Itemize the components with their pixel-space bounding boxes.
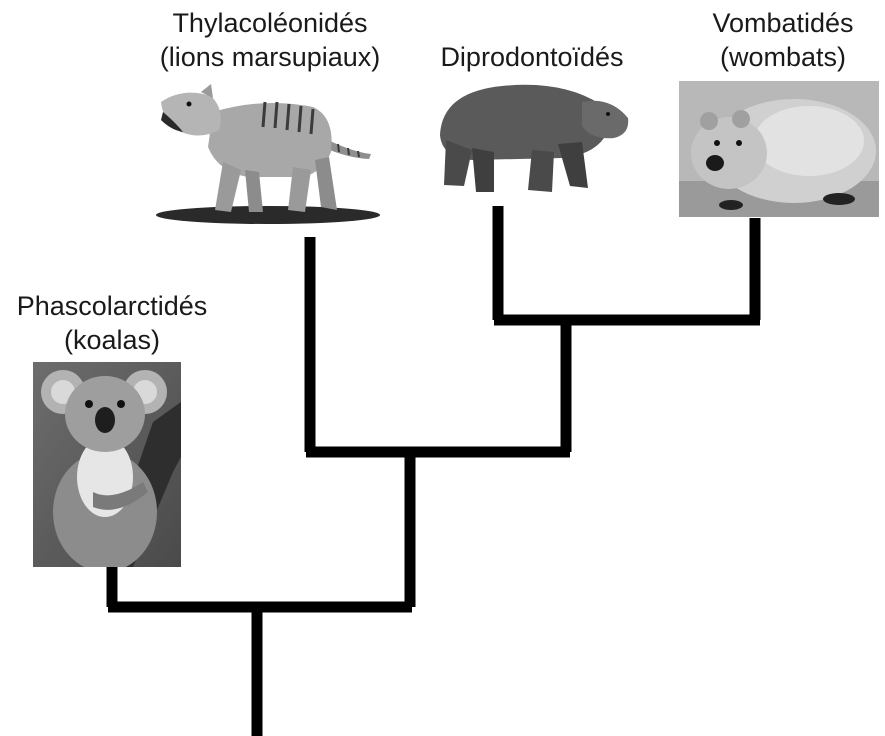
label-koalas: Phascolarctidés (koalas) <box>0 289 224 357</box>
diprotodon-illustration <box>432 80 632 198</box>
taxon-common-name: (koalas) <box>0 323 224 357</box>
taxon-name: Diprodontoïdés <box>420 40 644 74</box>
label-thylacoleonids: Thylacoléonidés (lions marsupiaux) <box>140 6 400 74</box>
taxon-name: Vombatidés <box>688 6 878 40</box>
taxon-name: Thylacoléonidés <box>140 6 400 40</box>
marsupial-lion-illustration <box>153 82 385 225</box>
taxon-name: Phascolarctidés <box>0 289 224 323</box>
taxon-common-name: (wombats) <box>688 40 878 74</box>
taxon-common-name: (lions marsupiaux) <box>140 40 400 74</box>
koala-photo <box>33 362 181 567</box>
label-wombats: Vombatidés (wombats) <box>688 6 878 74</box>
wombat-photo <box>679 81 879 217</box>
label-diprotodontoids: Diprodontoïdés <box>420 40 644 74</box>
